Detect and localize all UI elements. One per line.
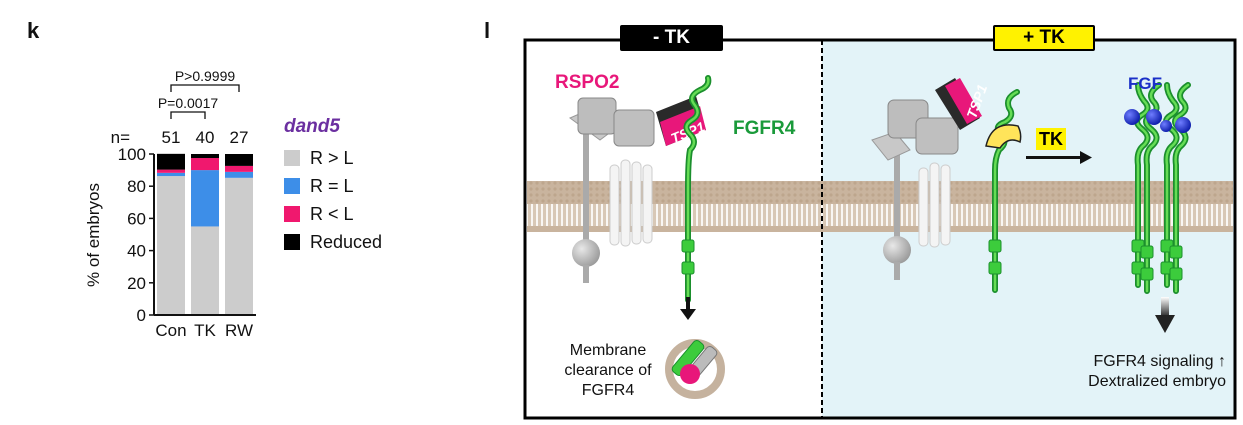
- fgf-ball: [1175, 117, 1191, 133]
- diagram-frame: [523, 38, 1237, 420]
- y-tick-label: 80: [127, 177, 146, 196]
- legend-label: R > L: [310, 147, 354, 168]
- cell-membrane: [527, 181, 1233, 232]
- panel-letter-k: k: [27, 18, 40, 43]
- bar-segment-rl: [191, 158, 219, 171]
- panel-letter-l: l: [484, 18, 491, 43]
- bar-segment-rl: [157, 176, 185, 315]
- seven-tm-receptor-left: [609, 159, 653, 247]
- legend-label: R < L: [310, 203, 354, 224]
- y-axis-label: % of embryos: [84, 183, 103, 287]
- down-arrow-signaling: [1155, 297, 1175, 333]
- significance-bracket: [170, 111, 206, 119]
- p-value-label: P>0.9999: [175, 68, 236, 84]
- rspo2-label: RSPO2: [555, 72, 620, 93]
- right-caption-line: FGFR4 signaling ↑: [1093, 353, 1227, 370]
- legend-swatch: [284, 150, 300, 166]
- fgf-ball: [1146, 109, 1162, 125]
- legend-label: R = L: [310, 175, 354, 196]
- n-value-label: 27: [230, 128, 249, 147]
- legend-item: R > L: [284, 144, 382, 172]
- chart-legend: dand5 R > L R = L R < L Reduced: [284, 116, 382, 256]
- left-caption-line: FGFR4: [581, 382, 635, 399]
- condition-tag-plus-tk: + TK: [993, 25, 1095, 51]
- condition-tag-minus-tk: - TK: [620, 25, 723, 51]
- legend-title: dand5: [284, 116, 340, 137]
- bar-segment-rl: [157, 172, 185, 177]
- legend-swatch: [284, 234, 300, 250]
- kinase-domain: [1169, 267, 1183, 281]
- right-arrow-tk: [1026, 151, 1092, 164]
- bar-segment-rl: [191, 226, 219, 315]
- tk-protein-icon: [985, 124, 1022, 149]
- legend-swatch: [284, 178, 300, 194]
- legend-swatch: [284, 206, 300, 222]
- fgf-ball: [1124, 109, 1140, 125]
- p-value-label: P=0.0017: [158, 95, 219, 111]
- bar-segment-rl: [225, 177, 253, 315]
- y-tick-label: 40: [127, 242, 146, 261]
- legend-item: R < L: [284, 200, 382, 228]
- kinase-domain: [1140, 245, 1154, 259]
- bar-segment-rl: [225, 171, 253, 178]
- tk-label: TK: [1036, 128, 1066, 150]
- legend-item: Reduced: [284, 228, 382, 256]
- fgfr4-clustered-receptor: [1144, 83, 1161, 293]
- lgr-receptor-left: [569, 97, 655, 283]
- significance-bracket: [170, 84, 240, 92]
- fgfr4-clustered-receptor: [1173, 83, 1190, 293]
- bar-segment-reduced: [191, 154, 219, 159]
- bar-segment-rl: [225, 165, 253, 172]
- right-caption-line: Dextralized embryo: [1088, 373, 1226, 390]
- fgf-ball: [1160, 120, 1172, 132]
- fgf-label: FGF: [1128, 74, 1162, 93]
- bar-segment-rl: [157, 169, 185, 173]
- n-value-label: 51: [162, 128, 181, 147]
- legend-label: Reduced: [310, 231, 383, 252]
- y-tick-label: 100: [118, 145, 146, 164]
- legend-item: R = L: [284, 172, 382, 200]
- x-tick-label: RW: [225, 321, 253, 340]
- x-tick-label: TK: [194, 321, 216, 340]
- left-caption-line: Membrane: [569, 342, 647, 359]
- rspo2-protein: TSP1: [656, 96, 707, 146]
- y-tick-label: 60: [127, 209, 146, 228]
- fgfr4-cluster: [1131, 82, 1191, 294]
- fgf-ligands: [1124, 109, 1191, 133]
- seven-tm-receptor-right: [918, 162, 951, 248]
- lgr-receptor-right: [871, 99, 959, 280]
- bar-segment-reduced: [225, 154, 253, 166]
- n-prefix-label: n=: [111, 128, 130, 147]
- right-caption: FGFR4 signaling ↑ Dextralized embryo: [1040, 352, 1226, 392]
- x-tick-label: Con: [155, 321, 186, 340]
- bar-segment-rl: [191, 170, 219, 227]
- endosome-icon: [665, 339, 725, 399]
- fgfr4-label: FGFR4: [733, 118, 796, 139]
- kinase-domain: [1140, 267, 1154, 281]
- left-caption-line: clearance of: [564, 362, 652, 379]
- kinase-domain: [1169, 245, 1183, 259]
- left-caption: Membrane clearance of FGFR4: [548, 341, 668, 401]
- n-value-label: 40: [196, 128, 215, 147]
- y-tick-label: 0: [137, 306, 146, 325]
- down-arrow-left: [680, 297, 696, 320]
- fgfr4-receptor-left: [681, 75, 712, 303]
- y-tick-label: 20: [127, 274, 146, 293]
- bar-segment-reduced: [157, 153, 185, 170]
